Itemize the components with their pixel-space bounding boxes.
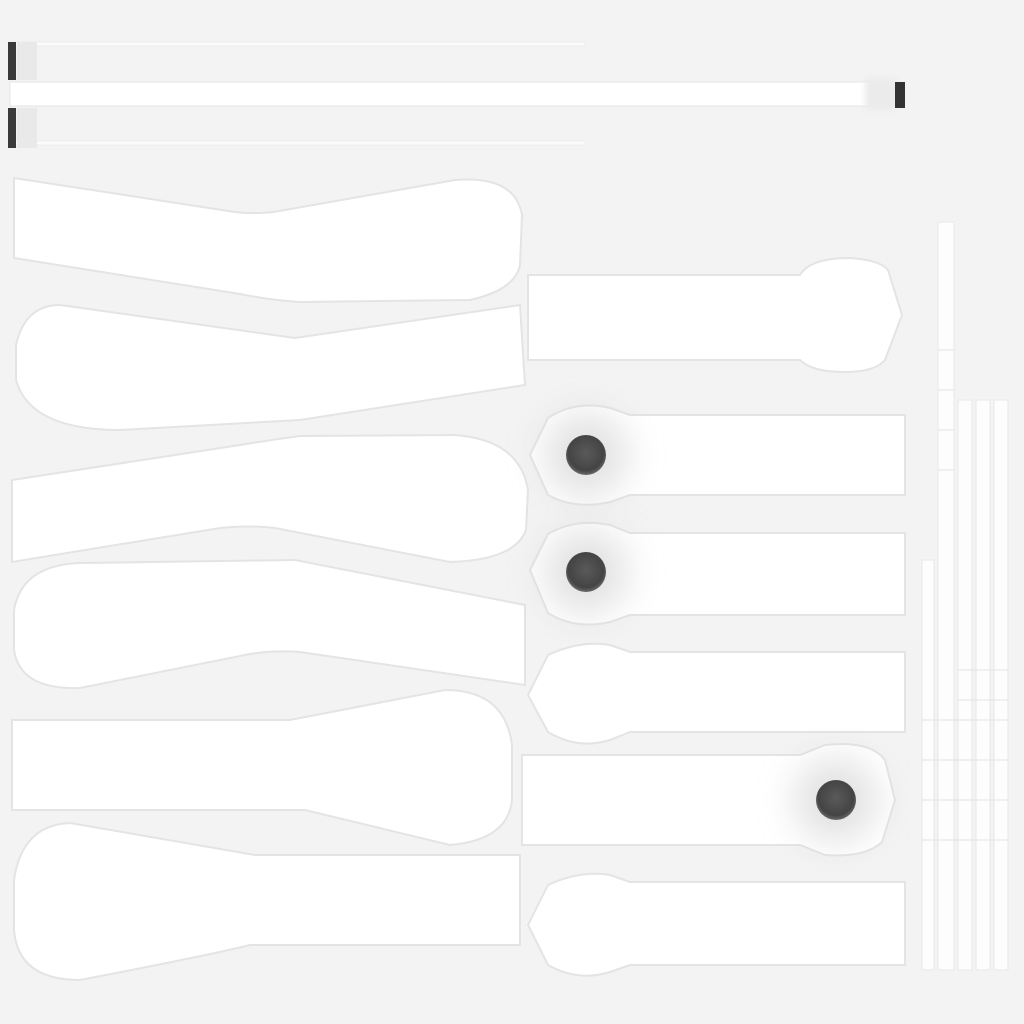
rod-marker-right	[895, 82, 905, 108]
strip-side	[921, 559, 935, 971]
strip-notch-group	[922, 349, 1008, 841]
dot-group	[566, 435, 856, 820]
strip-4	[993, 399, 1009, 971]
short-panel-5	[521, 743, 897, 857]
rod-main-bar	[9, 81, 891, 107]
rod-marker-lower-left-highlight	[17, 108, 37, 148]
short-panel-4	[526, 642, 906, 745]
dot-3	[816, 780, 856, 820]
rod-marker-upper-left-highlight	[17, 42, 37, 80]
short-panel-2	[528, 404, 906, 506]
long-panel-group	[11, 176, 530, 982]
strip-2	[957, 399, 973, 971]
long-panel-1	[13, 176, 524, 304]
short-panel-6	[526, 872, 906, 977]
rod-thin-upper	[9, 41, 586, 47]
long-panel-6	[13, 821, 521, 982]
rod-end-cap	[865, 78, 897, 110]
dot-1	[566, 435, 606, 475]
strip-group	[921, 221, 1009, 971]
rod-marker-upper-left	[8, 42, 16, 80]
strip-3	[975, 399, 991, 971]
strip-1	[937, 221, 955, 971]
long-panel-4	[13, 558, 526, 690]
rod-marker-lower-left	[8, 108, 16, 148]
short-panel-group	[521, 256, 906, 977]
short-panel-1	[527, 256, 904, 374]
short-panel-3	[528, 521, 906, 626]
long-panel-5	[11, 688, 513, 847]
rod-thin-lower	[9, 140, 586, 146]
dot-2	[566, 552, 606, 592]
rod-group	[8, 41, 905, 148]
long-panel-3	[11, 433, 530, 564]
long-panel-2	[15, 303, 527, 432]
